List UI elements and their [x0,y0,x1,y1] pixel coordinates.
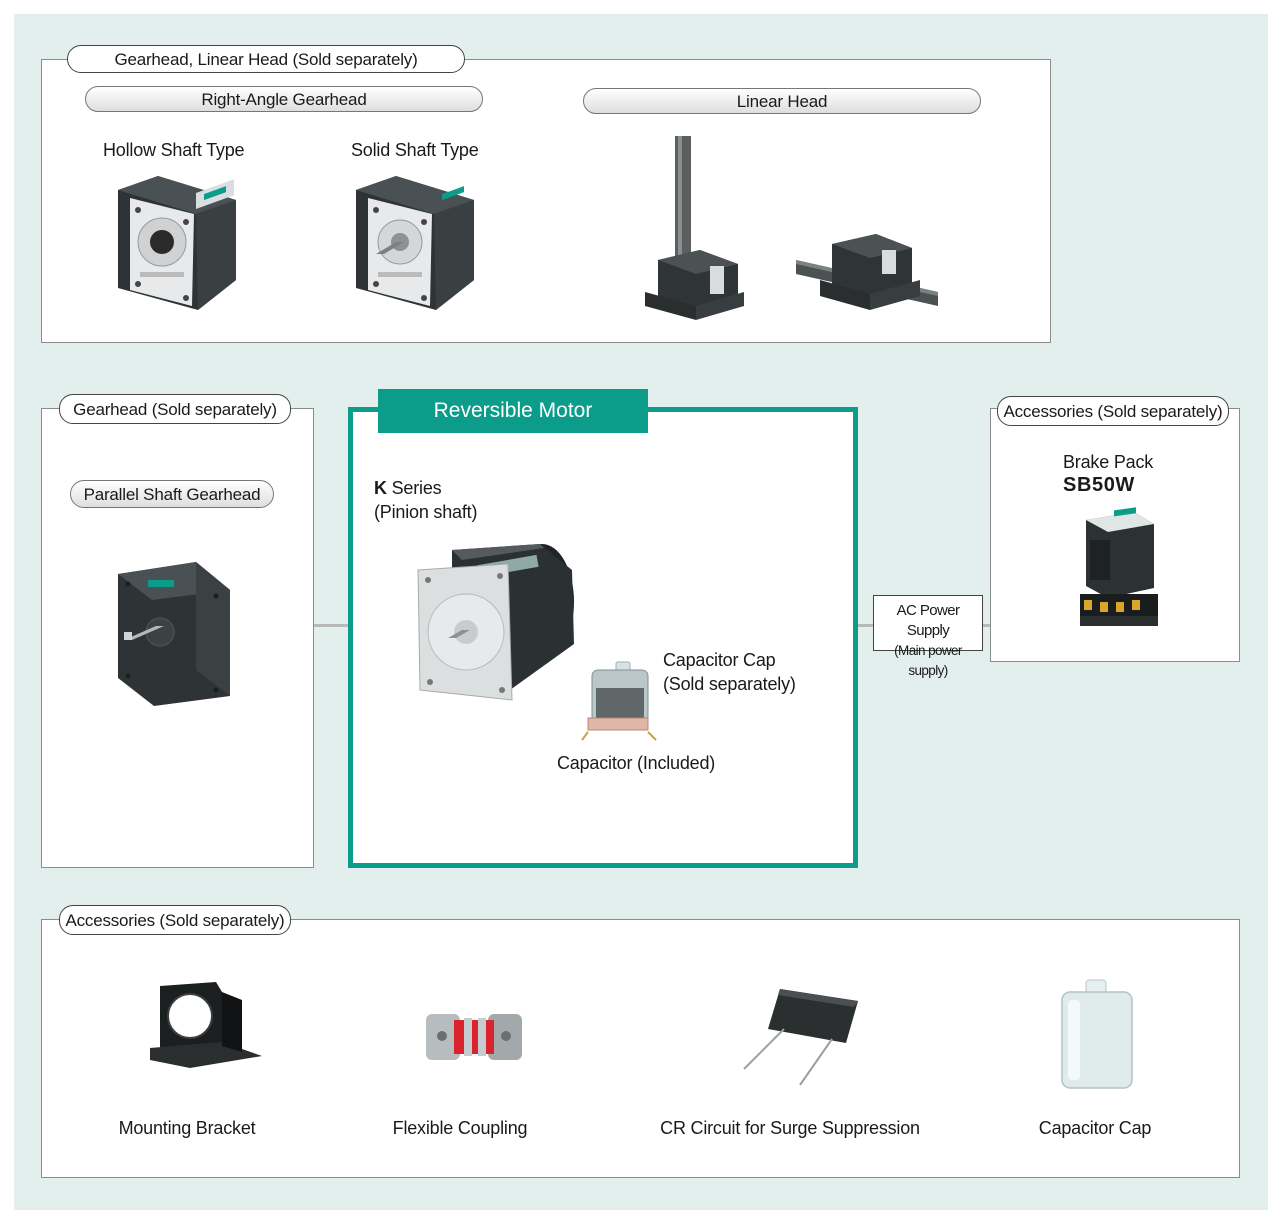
cr-circuit-label: CR Circuit for Surge Suppression [660,1118,920,1138]
linear-head-title: Linear Head [583,88,981,114]
gearhead-panel-title: Gearhead (Sold separately) [59,394,291,424]
parallel-shaft-gearhead-title: Parallel Shaft Gearhead [70,480,274,508]
accessories-bottom-title: Accessories (Sold separately) [59,905,291,935]
connector-ac-accessories [983,624,990,627]
solid-shaft-gearhead-image [356,176,474,310]
hollow-shaft-type-label: Hollow Shaft Type [103,140,245,160]
reversible-motor-title: Reversible Motor [378,389,648,433]
pinion-shaft-label: (Pinion shaft) [374,502,478,522]
capacitor-included-label: Capacitor (Included) [557,753,716,773]
k-series-prefix: K [374,478,387,498]
brake-pack-label: Brake Pack [1063,452,1154,472]
capacitor-cap-bottom-label: Capacitor Cap [1038,1118,1152,1138]
connector-motor-ac [858,624,874,627]
k-series-suffix: Series [386,478,442,498]
cr-circuit-image [743,989,858,1086]
linear-head-vertical-image [645,136,744,320]
connector-gearhead-motor [314,624,350,627]
capacitor-cap-label-line2: (Sold separately) [663,674,796,694]
capacitor-cap-label-line1: Capacitor Cap [663,650,776,670]
parallel-shaft-gearhead-image [118,562,230,706]
gearhead-linear-head-title: Gearhead, Linear Head (Sold separately) [67,45,465,73]
linear-head-horizontal-image [796,234,938,310]
mounting-bracket-image [150,982,262,1068]
k-series-label: K Series [374,476,442,500]
right-angle-gearhead-title: Right-Angle Gearhead [85,86,483,112]
flexible-coupling-image [426,1014,522,1060]
flexible-coupling-label: Flexible Coupling [392,1118,528,1138]
main-power-supply-label: (Main power supply) [894,643,962,678]
reversible-motor-image [417,544,574,701]
capacitor-image [581,661,657,741]
hollow-shaft-gearhead-image [118,176,236,310]
brake-pack-image [1080,507,1158,626]
ac-power-supply-label: AC Power Supply [896,602,960,639]
capacitor-cap-image [1061,979,1133,1089]
accessories-right-title: Accessories (Sold separately) [997,396,1229,426]
brake-pack-model: SB50W [1063,474,1135,496]
solid-shaft-type-label: Solid Shaft Type [351,140,479,160]
ac-power-supply-box: AC Power Supply (Main power supply) [873,595,983,678]
mounting-bracket-label: Mounting Bracket [118,1118,256,1138]
